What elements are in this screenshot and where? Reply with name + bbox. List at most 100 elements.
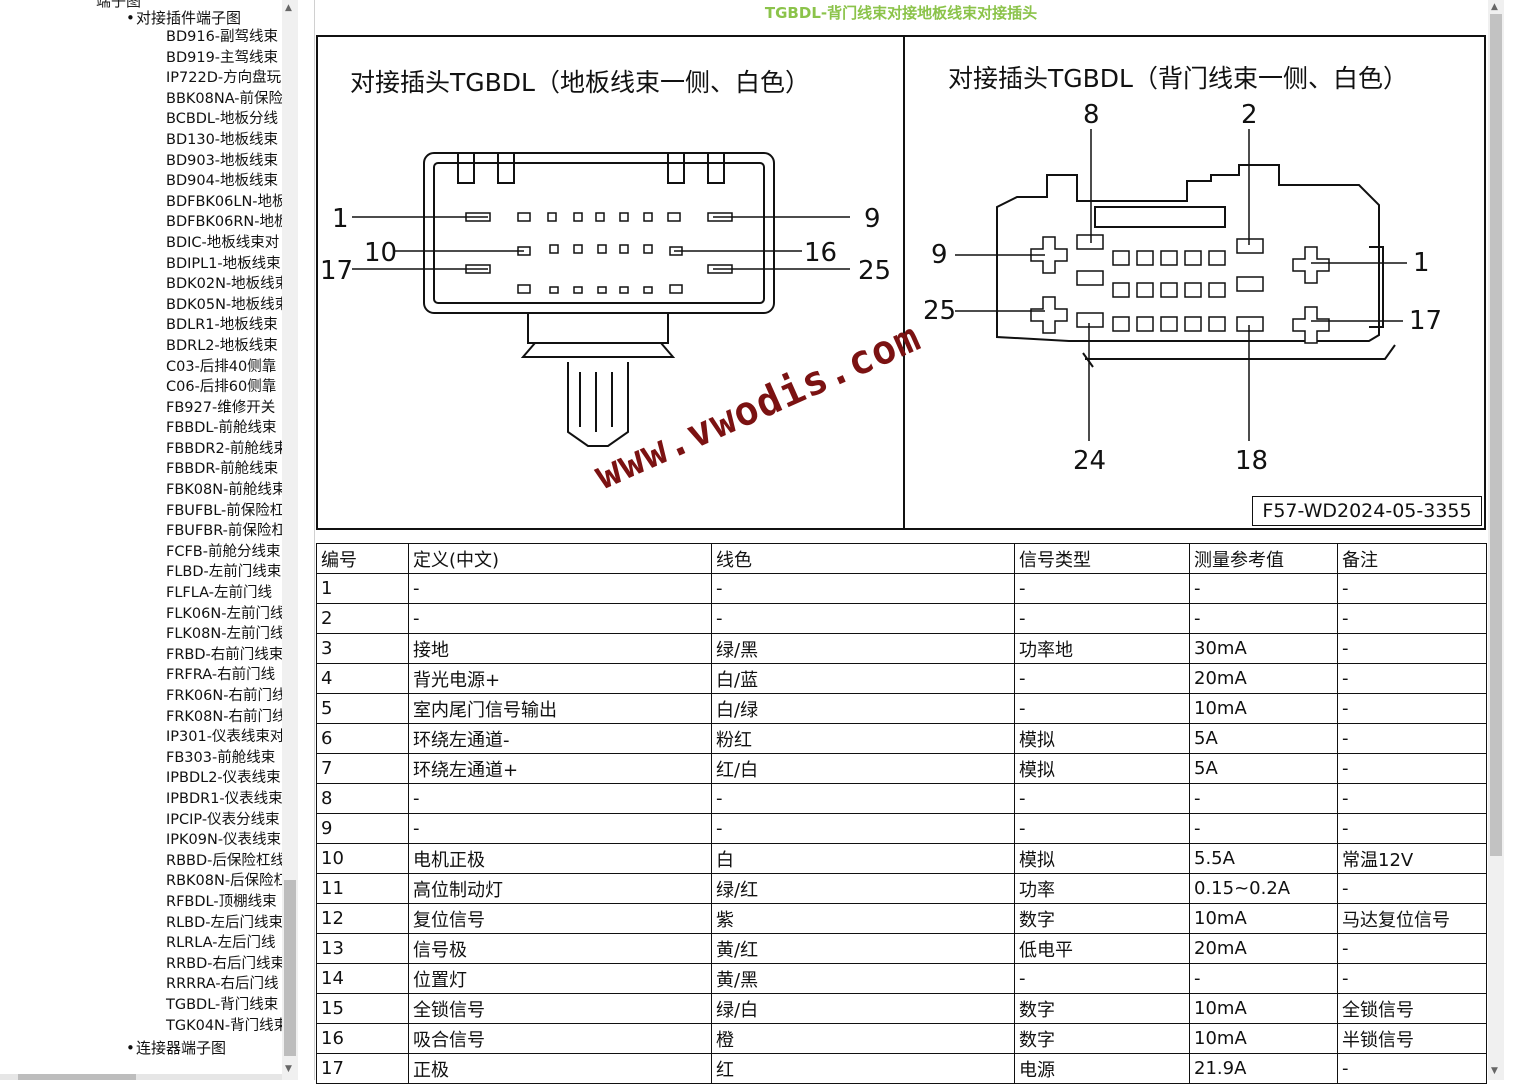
tree-item[interactable]: TGBDL-背门线束: [166, 996, 279, 1013]
panel-splitter[interactable]: [298, 0, 315, 1080]
table-row: 8-----: [316, 783, 1487, 814]
cell-remark: -: [1337, 633, 1487, 664]
tree-item[interactable]: RBBD-后保险杠线: [166, 852, 285, 869]
cell-signal-type: 低电平: [1014, 933, 1190, 964]
tree-item[interactable]: FBBDL-前舱线束: [166, 420, 277, 437]
tree-item[interactable]: BDFBK06LN-地板: [166, 193, 287, 210]
tree-item[interactable]: BDIC-地板线束对: [166, 234, 280, 251]
cell-definition: 位置灯: [408, 963, 712, 994]
cell-definition: 室内尾门信号输出: [408, 693, 712, 724]
document-view: TGBDL-背门线束对接地板线束对接插头 对接插头TGBDL（地板线束一侧、白色…: [315, 0, 1487, 1084]
arrow-up-icon[interactable]: ▲: [285, 3, 292, 13]
tree-item[interactable]: FBUFBL-前保险杠: [166, 502, 285, 519]
tree-item[interactable]: FLK06N-左前门线: [166, 605, 285, 622]
scrollbar-thumb[interactable]: [284, 880, 296, 1056]
tree-item[interactable]: IPBDR1-仪表线束: [166, 790, 283, 807]
tree-item[interactable]: C03-后排40侧靠: [166, 358, 277, 375]
tree-item[interactable]: IPBDL2-仪表线束: [166, 770, 281, 787]
tree-item[interactable]: RLBD-左后门线束: [166, 914, 283, 931]
tree-item[interactable]: FRK06N-右前门线: [166, 688, 287, 704]
tree-item[interactable]: RRRRA-右后门线: [166, 976, 279, 993]
tree-item[interactable]: BDFBK06RN-地板: [166, 214, 289, 231]
left-panel-title: 对接插头TGBDL（地板线束一侧、白色）: [350, 68, 810, 97]
tree-vertical-scrollbar[interactable]: ▲ ▼: [282, 0, 298, 1080]
cell-number: 3: [316, 633, 409, 664]
tree-item[interactable]: BD903-地板线束: [166, 152, 279, 169]
tree-item[interactable]: RFBDL-顶棚线束: [166, 893, 277, 910]
tree-item[interactable]: FRBD-右前门线束: [166, 646, 284, 663]
cell-definition: -: [408, 573, 712, 604]
cell-remark: -: [1337, 753, 1487, 784]
cell-signal-type: -: [1014, 813, 1190, 844]
tree-item[interactable]: FBBDR2-前舱线束: [166, 440, 288, 457]
arrow-up-icon[interactable]: ▲: [1491, 2, 1498, 12]
figure-divider: [903, 37, 905, 528]
tree-item[interactable]: FCFB-前舱分线束: [166, 543, 281, 560]
tree-item[interactable]: IP301-仪表线束对: [166, 729, 285, 746]
tree-item[interactable]: RLRLA-左后门线: [166, 935, 276, 952]
arrow-down-icon[interactable]: ▼: [1491, 1066, 1498, 1076]
cell-signal-type: -: [1014, 573, 1190, 604]
header-signal-type: 信号类型: [1014, 543, 1190, 574]
tree-item[interactable]: FLK08N-左前门线: [166, 626, 285, 643]
document-vertical-scrollbar[interactable]: ▲ ▼: [1488, 0, 1504, 1080]
tree-item[interactable]: BDRL2-地板线束: [166, 337, 278, 354]
tree-item[interactable]: IPCIP-仪表分线束: [166, 811, 280, 828]
tree-item[interactable]: RRBD-右后门线束: [166, 955, 285, 972]
tree-item[interactable]: BD916-副驾线束: [166, 29, 279, 45]
scrollbar-thumb[interactable]: [18, 1074, 136, 1080]
cell-signal-type: 数字: [1014, 903, 1190, 934]
tree-item[interactable]: BDK05N-地板线束: [166, 296, 290, 313]
tree-item[interactable]: FBBDR-前舱线束: [166, 461, 279, 478]
tree-item[interactable]: FLFLA-左前门线: [166, 585, 273, 602]
tree-item[interactable]: FB303-前舱线束: [166, 749, 276, 766]
tree-item[interactable]: BD130-地板线束: [166, 131, 279, 148]
tree-item[interactable]: BD919-主驾线束: [166, 49, 279, 66]
pin-label-25: 25: [923, 296, 956, 326]
tree-item[interactable]: FBUFBR-前保险杠: [166, 523, 286, 540]
header-wire-color: 线色: [711, 543, 1015, 574]
tree-item[interactable]: BDK02N-地板线束: [166, 276, 290, 293]
tree-item[interactable]: C06-后排60侧靠: [166, 379, 277, 396]
tree-item[interactable]: BDLR1-地板线束: [166, 317, 278, 334]
cell-definition: 背光电源+: [408, 663, 712, 694]
tree-item-partial[interactable]: 端子图: [96, 0, 142, 10]
cell-number: 14: [316, 963, 409, 994]
tree-item[interactable]: IPK09N-仪表线束: [166, 832, 282, 849]
tree-horizontal-scrollbar[interactable]: [0, 1074, 282, 1080]
tree-item[interactable]: BD904-地板线束: [166, 173, 279, 190]
cell-wire-color: 黄/黑: [711, 963, 1015, 994]
tree-item[interactable]: FB927-维修开关: [166, 399, 276, 416]
arrow-down-icon[interactable]: ▼: [285, 1064, 292, 1074]
tree-item[interactable]: FRFRA-右前门线: [166, 667, 276, 684]
tree-item[interactable]: FBK08N-前舱线束: [166, 482, 287, 499]
cell-definition: -: [408, 783, 712, 814]
cell-signal-type: 模拟: [1014, 753, 1190, 784]
cell-signal-type: -: [1014, 963, 1190, 994]
figure-code: F57-WD2024-05-3355: [1252, 496, 1482, 526]
tree-item[interactable]: TGK04N-背门线束: [166, 1017, 289, 1034]
tree-item[interactable]: IP722D-方向盘玩: [166, 70, 282, 87]
tree-section-connector-terminals[interactable]: •连接器端子图: [126, 1037, 226, 1058]
tree-item[interactable]: RBK08N-后保险杠: [166, 873, 289, 890]
tree-item[interactable]: BCBDL-地板分线: [166, 111, 278, 128]
cell-wire-color: 粉红: [711, 723, 1015, 754]
cell-remark: -: [1337, 813, 1487, 844]
cell-wire-color: 红/白: [711, 753, 1015, 784]
cell-definition: 正极: [408, 1053, 712, 1084]
cell-reference-value: -: [1189, 603, 1338, 634]
tree-item[interactable]: FLBD-左前门线束: [166, 564, 282, 581]
tree-item[interactable]: BDIPL1-地板线束: [166, 255, 281, 272]
cell-signal-type: 数字: [1014, 993, 1190, 1024]
cell-wire-color: 绿/红: [711, 873, 1015, 904]
pin-label-10: 10: [364, 238, 397, 268]
scrollbar-thumb[interactable]: [1490, 14, 1502, 856]
tree-item[interactable]: BBK08NA-前保险: [166, 90, 284, 107]
cell-definition: 电机正极: [408, 843, 712, 874]
tree-section-connector-pins[interactable]: •对接插件端子图: [126, 7, 241, 28]
right-panel-title: 对接插头TGBDL（背门线束一侧、白色）: [948, 64, 1408, 93]
cell-signal-type: 功率地: [1014, 633, 1190, 664]
tree-item[interactable]: FRK08N-右前门线: [166, 708, 287, 725]
